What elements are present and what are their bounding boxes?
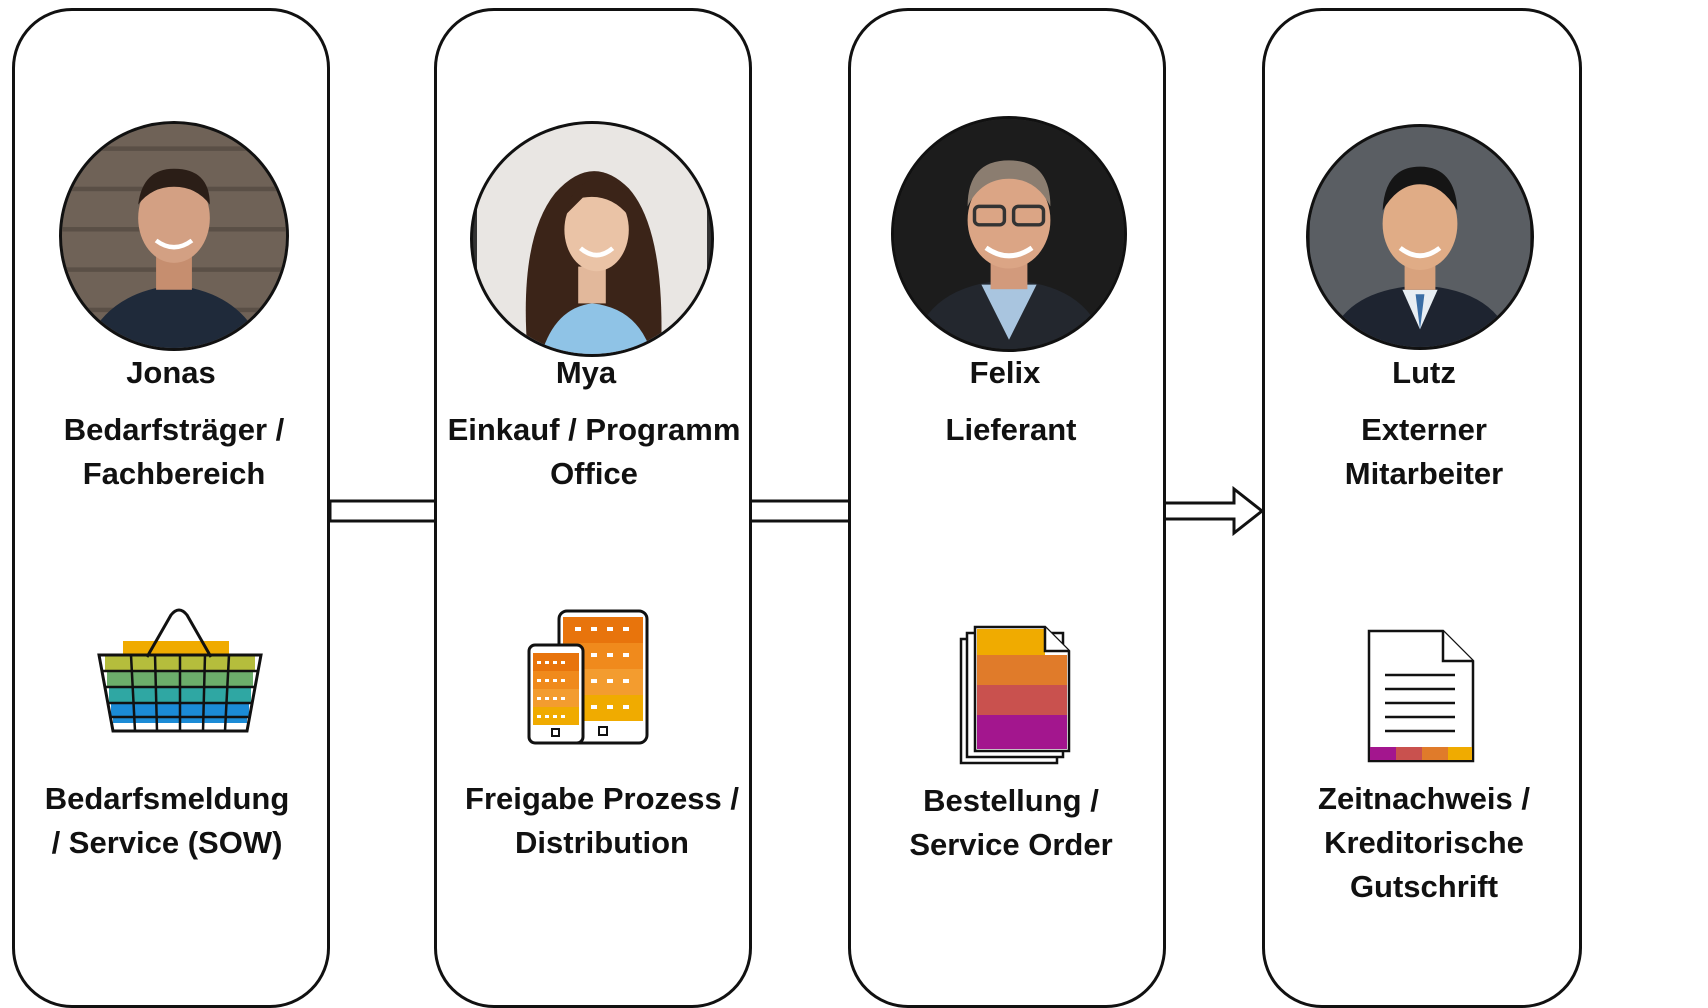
caption-line: Freigabe Prozess / xyxy=(465,781,739,816)
devices-icon xyxy=(527,609,649,745)
role-line: Lieferant xyxy=(945,412,1077,447)
connector-1-2 xyxy=(328,499,438,523)
person-name: Felix xyxy=(969,355,1041,390)
role-line: Fachbereich xyxy=(82,456,266,491)
person-role: Externer Mitarbeiter xyxy=(1265,408,1583,496)
caption-line: Service Order xyxy=(909,827,1113,862)
caption-line: Zeitnachweis / xyxy=(1318,781,1530,816)
role-line: Mitarbeiter xyxy=(1344,456,1504,491)
step-caption: Freigabe Prozess / Distribution xyxy=(437,777,767,865)
step-card-1: Jonas Bedarfsträger / Fachbereich Bedarf… xyxy=(12,8,330,1008)
connector-2-3 xyxy=(748,499,852,523)
person-name: Mya xyxy=(555,355,617,390)
caption-line: Bestellung / xyxy=(923,783,1099,818)
shopping-basket-icon xyxy=(97,608,263,733)
person-name: Lutz xyxy=(1392,355,1456,390)
caption-line: Kreditorische xyxy=(1324,825,1524,860)
avatar xyxy=(1306,124,1534,350)
step-caption: Bedarfsmeldung / Service (SOW) xyxy=(15,777,319,865)
step-caption: Zeitnachweis / Kreditorische Gutschrift xyxy=(1265,777,1583,909)
caption-line: Bedarfsmeldung xyxy=(44,781,290,816)
role-line: Einkauf / Programm xyxy=(447,412,741,447)
person-lutz-photo xyxy=(1310,127,1530,347)
avatar xyxy=(891,116,1127,352)
person-jonas-photo xyxy=(62,124,286,348)
person-mya-photo xyxy=(477,124,707,354)
step-caption: Bestellung / Service Order xyxy=(851,779,1171,867)
caption-line: Distribution xyxy=(515,825,689,860)
step-card-3: Felix Lieferant Bestellung / Service Ord… xyxy=(848,8,1166,1008)
caption-line: Gutschrift xyxy=(1349,869,1499,904)
role-line: Office xyxy=(550,456,638,491)
avatar xyxy=(470,121,714,357)
step-card-4: Lutz Externer Mitarbeiter Zeitnachweis /… xyxy=(1262,8,1582,1008)
caption-line: / Service (SOW) xyxy=(51,825,283,860)
person-role: Bedarfsträger / Fachbereich xyxy=(15,408,333,496)
person-role: Einkauf / Programm Office xyxy=(429,408,759,496)
person-role: Lieferant xyxy=(851,408,1171,452)
role-line: Bedarfsträger / xyxy=(63,412,285,447)
person-name: Jonas xyxy=(126,355,216,390)
step-card-2: Mya Einkauf / Programm Office xyxy=(434,8,752,1008)
documents-stack-icon xyxy=(959,625,1071,765)
timesheet-document-icon xyxy=(1367,629,1475,763)
arrow-3-4 xyxy=(1162,486,1265,536)
role-line: Externer xyxy=(1361,412,1487,447)
avatar xyxy=(59,121,289,351)
person-felix-photo xyxy=(894,119,1124,349)
